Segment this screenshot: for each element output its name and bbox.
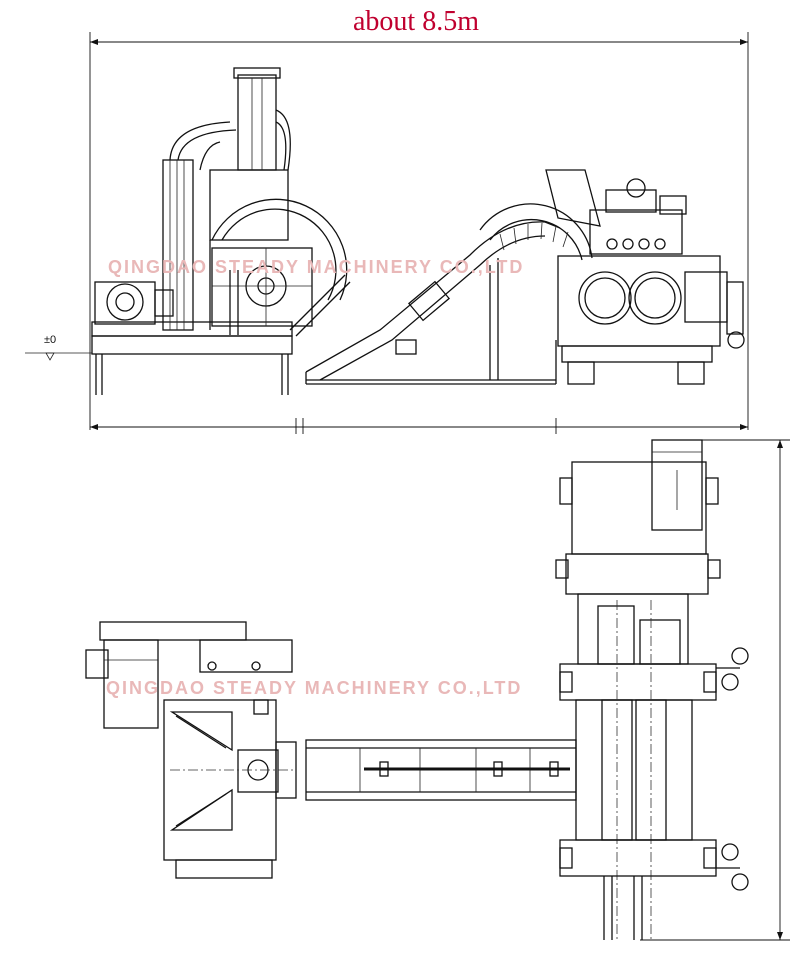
- extruder-side: [545, 169, 745, 385]
- vertical-dimension-line: [640, 439, 790, 941]
- kneader-top: [85, 621, 297, 879]
- watermark-bottom: QINGDAO STEADY MACHINERY CO.,LTD: [106, 678, 522, 698]
- watermark-top: QINGDAO STEADY MACHINERY CO.,LTD: [108, 257, 524, 277]
- top-view: QINGDAO STEADY MACHINERY CO.,LTD: [85, 439, 790, 941]
- dimension-title: about 8.5m: [353, 6, 479, 37]
- conveyor-top: [305, 739, 577, 801]
- level-mark-label: ±0: [44, 334, 56, 346]
- level-mark: ±0: [25, 334, 92, 361]
- conveyor-side: [305, 203, 593, 385]
- extruder-top: [555, 439, 749, 940]
- side-view: ±0: [25, 32, 749, 434]
- overall-dimension-line: [89, 32, 749, 430]
- bottom-dimension-line: [90, 418, 748, 434]
- kneader-side: [91, 67, 351, 395]
